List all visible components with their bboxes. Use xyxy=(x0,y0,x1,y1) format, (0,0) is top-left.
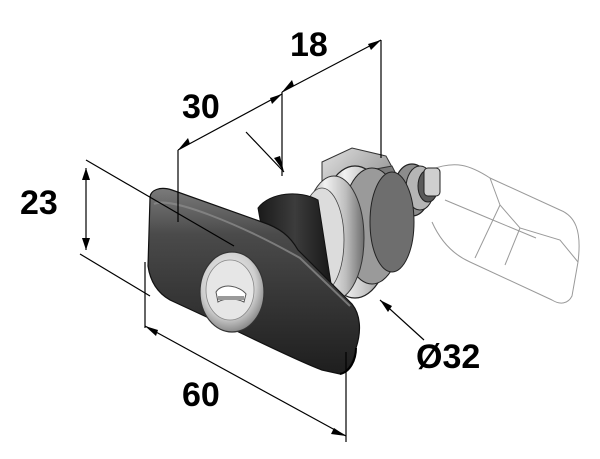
lock-cylinder-icon xyxy=(199,251,265,333)
dimension-18-label: 18 xyxy=(290,26,328,64)
dimension-60-label: 60 xyxy=(182,376,220,414)
dimension-arrowheads xyxy=(82,40,392,436)
dimension-diameter-label: Ø32 xyxy=(416,338,480,376)
dimension-23-label: 23 xyxy=(20,184,58,222)
dimension-30-label: 30 xyxy=(182,88,220,126)
key-outline xyxy=(429,164,580,304)
dimension-lines xyxy=(79,39,425,442)
